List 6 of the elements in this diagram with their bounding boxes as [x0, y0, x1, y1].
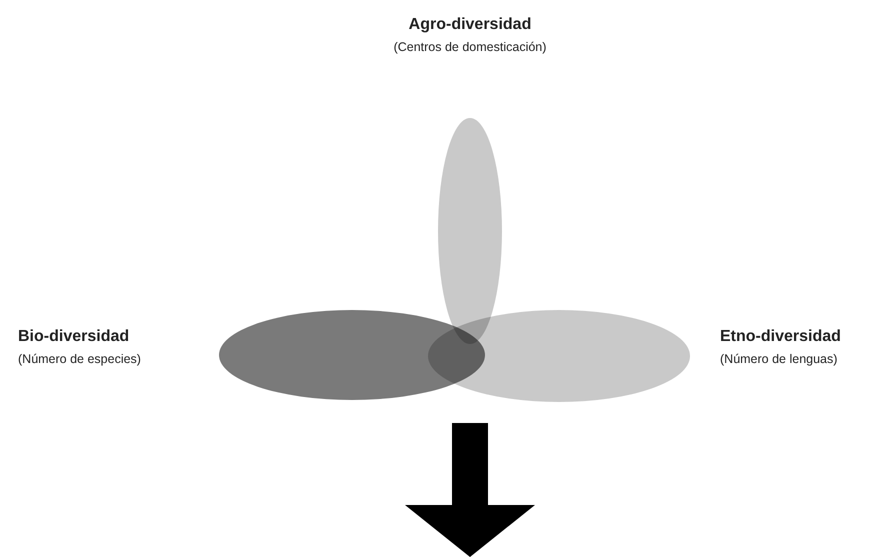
heading: Bio-diversidad: [18, 328, 130, 346]
subtitle: (Número de especies): [18, 352, 141, 366]
heading: Etno-diversidad: [720, 328, 841, 346]
heading: Agro-diversidad: [408, 16, 532, 34]
subtitle: (Centros de domesticación): [394, 40, 546, 54]
subtitle: (Número de lenguas): [720, 352, 838, 366]
